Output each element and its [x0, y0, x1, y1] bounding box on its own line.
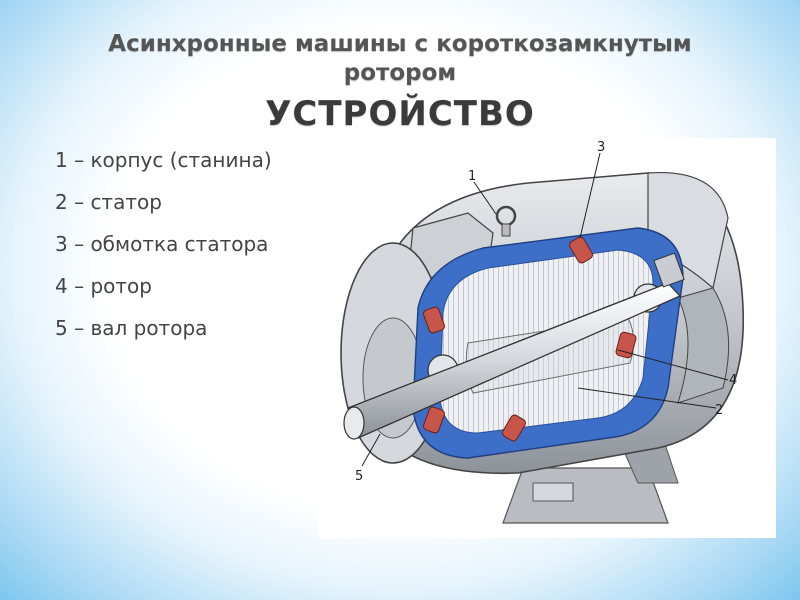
- motor-cutaway-figure: 1 2 3 4 5: [318, 138, 776, 538]
- legend-item-rotor: 4 – ротор: [55, 272, 272, 314]
- section-heading: УСТРОЙСТВО: [0, 94, 800, 134]
- callout-1: 1: [468, 169, 476, 184]
- legend-item-rotor-shaft: 5 – вал ротора: [55, 314, 272, 356]
- callout-2: 2: [715, 403, 723, 418]
- callout-5: 5: [355, 469, 363, 484]
- title-line-1: Асинхронные машины с короткозамкнутым: [0, 31, 800, 57]
- legend-item-stator: 2 – статор: [55, 188, 272, 230]
- legend-item-stator-winding: 3 – обмотка статора: [55, 230, 272, 272]
- callout-3: 3: [597, 140, 605, 155]
- legend-item-housing: 1 – корпус (станина): [55, 146, 272, 188]
- motor-cutaway-drawing: 1 2 3 4 5: [318, 138, 776, 538]
- title-line-2: ротором: [0, 60, 800, 86]
- callout-4: 4: [729, 373, 737, 388]
- parts-legend: 1 – корпус (станина) 2 – статор 3 – обмо…: [55, 146, 272, 356]
